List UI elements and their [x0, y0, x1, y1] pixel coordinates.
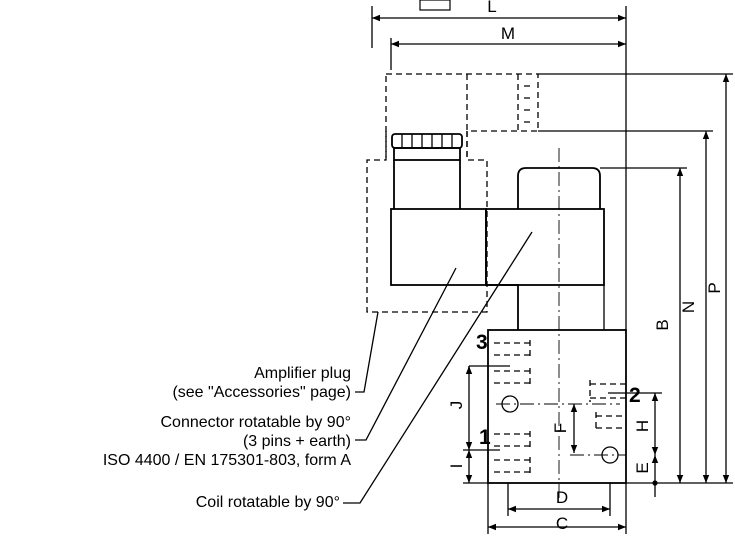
dim-N-label: N — [679, 301, 698, 313]
dim-B-label: B — [653, 319, 672, 330]
extension-lines — [371, 6, 733, 534]
dim-H-label: H — [633, 420, 652, 432]
dim-D-label: D — [556, 488, 568, 507]
valve-body — [487, 329, 627, 484]
dim-M-label: M — [501, 24, 515, 43]
dim-E-label: E — [633, 462, 652, 473]
callout-texts: Amplifier plug (see "Accessories" page) … — [103, 365, 351, 511]
dim-J-label: J — [447, 401, 466, 410]
coil-label: Coil rotatable by 90° — [196, 494, 340, 511]
coil — [485, 167, 605, 330]
dimension-lines — [372, 0, 730, 531]
connector-pins-note: (3 pins + earth) — [243, 433, 351, 450]
connector-label: Connector rotatable by 90° — [160, 414, 351, 431]
port-3-label: 3 — [476, 331, 488, 354]
dim-I-label: I — [447, 464, 466, 469]
port-holes — [496, 395, 626, 464]
amplifier-plug-note: (see "Accessories" page) — [172, 384, 351, 401]
port-1-label: 1 — [479, 426, 491, 449]
amplifier-plug-label: Amplifier plug — [254, 365, 351, 382]
dimension-labels: L M B N P J I F H E D C — [447, 0, 724, 533]
dim-C-label: C — [556, 514, 568, 533]
dim-L-label: L — [487, 0, 496, 16]
port-2-label: 2 — [629, 384, 641, 407]
amplifier-plug-outline — [366, 73, 539, 313]
hidden-ports — [494, 340, 626, 475]
dim-F-label: F — [551, 423, 570, 433]
connector — [390, 133, 487, 286]
leader-lines — [343, 231, 533, 504]
dim-P-label: P — [705, 282, 724, 293]
port-labels: 3 1 2 — [476, 331, 641, 449]
connector-standard-note: ISO 4400 / EN 175301-803, form A — [103, 452, 351, 469]
